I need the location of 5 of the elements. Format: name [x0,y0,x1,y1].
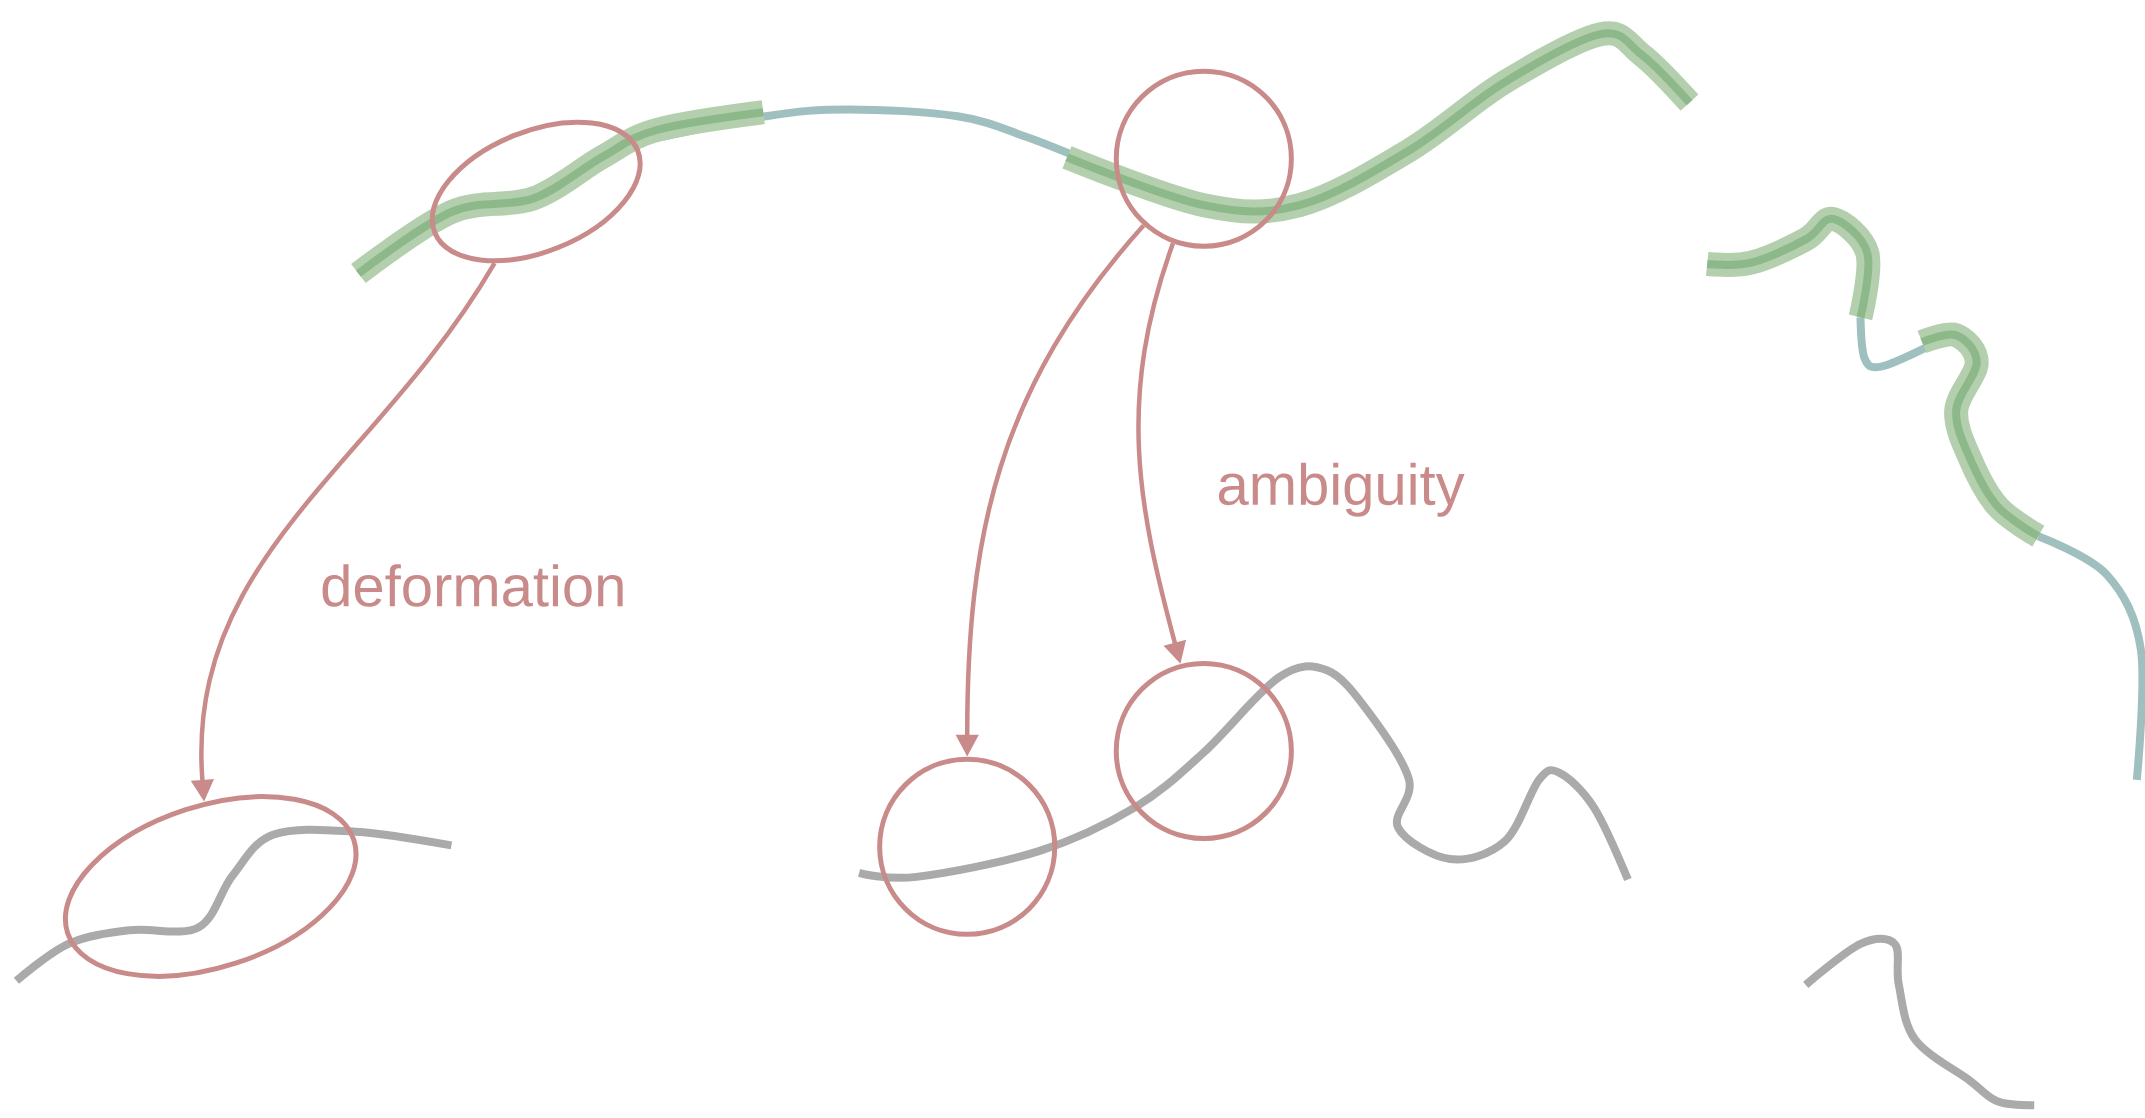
circle-marker [1113,660,1294,842]
annotation-label: ambiguity [1218,462,1465,517]
circle-marker [877,756,1058,937]
circle-marker [1113,68,1294,249]
annotation-label: deformation [322,564,623,607]
